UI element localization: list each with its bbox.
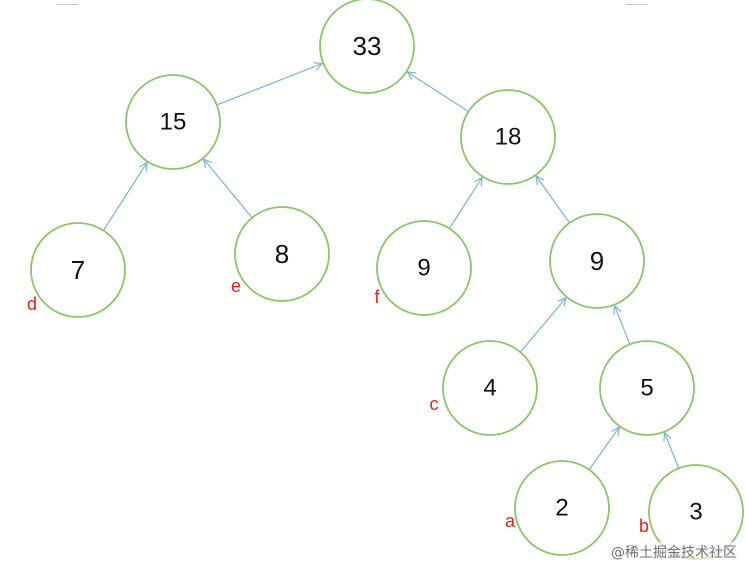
page-corner-mark-right <box>626 0 648 5</box>
node-circle <box>442 340 538 436</box>
tree-node-n9: 9 <box>549 213 645 309</box>
leaf-tag-label: c <box>430 394 439 414</box>
tree-node-n18: 18 <box>460 89 556 185</box>
node-value-label: 8 <box>275 239 289 269</box>
tree-node-n33: 33 <box>319 0 415 94</box>
edge-n18-to-n33 <box>407 72 469 113</box>
node-circle <box>125 74 221 170</box>
edge-n2-to-n5 <box>588 427 619 470</box>
node-circle <box>599 340 695 436</box>
tree-node-n15: 15 <box>125 74 221 170</box>
node-circle <box>319 0 415 94</box>
node-circle <box>234 206 330 302</box>
edge-n9f-to-n18 <box>448 177 482 229</box>
node-value-label: 15 <box>160 109 187 136</box>
watermark-text: @稀土掘金技术社区 <box>609 542 739 562</box>
node-circle <box>514 460 610 556</box>
leaf-tag-label: a <box>505 511 516 531</box>
node-circle <box>30 222 126 318</box>
node-circle <box>460 89 556 185</box>
node-value-label: 4 <box>483 375 496 402</box>
edge-n7-to-n15 <box>102 162 147 231</box>
tree-node-n5: 5 <box>599 340 695 436</box>
node-circle <box>549 213 645 309</box>
leaf-tag-label: d <box>27 294 37 314</box>
node-circle <box>376 220 472 316</box>
tree-node-n7: 7d <box>27 222 126 318</box>
page-corner-mark-left <box>56 0 78 5</box>
edge-n4-to-n9 <box>519 298 566 353</box>
tree-node-n4: 4c <box>430 340 538 436</box>
node-value-label: 5 <box>640 375 653 402</box>
edge-n3-to-n5 <box>665 433 680 469</box>
leaf-tag-label: f <box>374 287 380 307</box>
leaf-tag-label: b <box>639 516 649 536</box>
node-value-label: 7 <box>71 255 85 285</box>
node-value-label: 9 <box>590 246 604 276</box>
node-value-label: 33 <box>353 31 382 61</box>
node-value-label: 2 <box>555 495 568 522</box>
node-value-label: 9 <box>417 255 430 282</box>
edges-layer <box>102 64 680 470</box>
tree-node-n3: 3b <box>639 464 744 560</box>
node-value-label: 3 <box>689 499 702 526</box>
tree-node-n8: 8e <box>231 206 330 302</box>
edge-n8-to-n15 <box>204 159 253 219</box>
edge-n5-to-n9 <box>615 306 631 345</box>
edge-n15-to-n33 <box>216 64 322 106</box>
leaf-tag-label: e <box>231 276 241 296</box>
tree-node-n2: 2a <box>505 460 610 556</box>
tree-node-n9f: 9f <box>374 220 472 316</box>
node-value-label: 18 <box>495 124 522 151</box>
edge-n9-to-n18 <box>536 176 571 224</box>
